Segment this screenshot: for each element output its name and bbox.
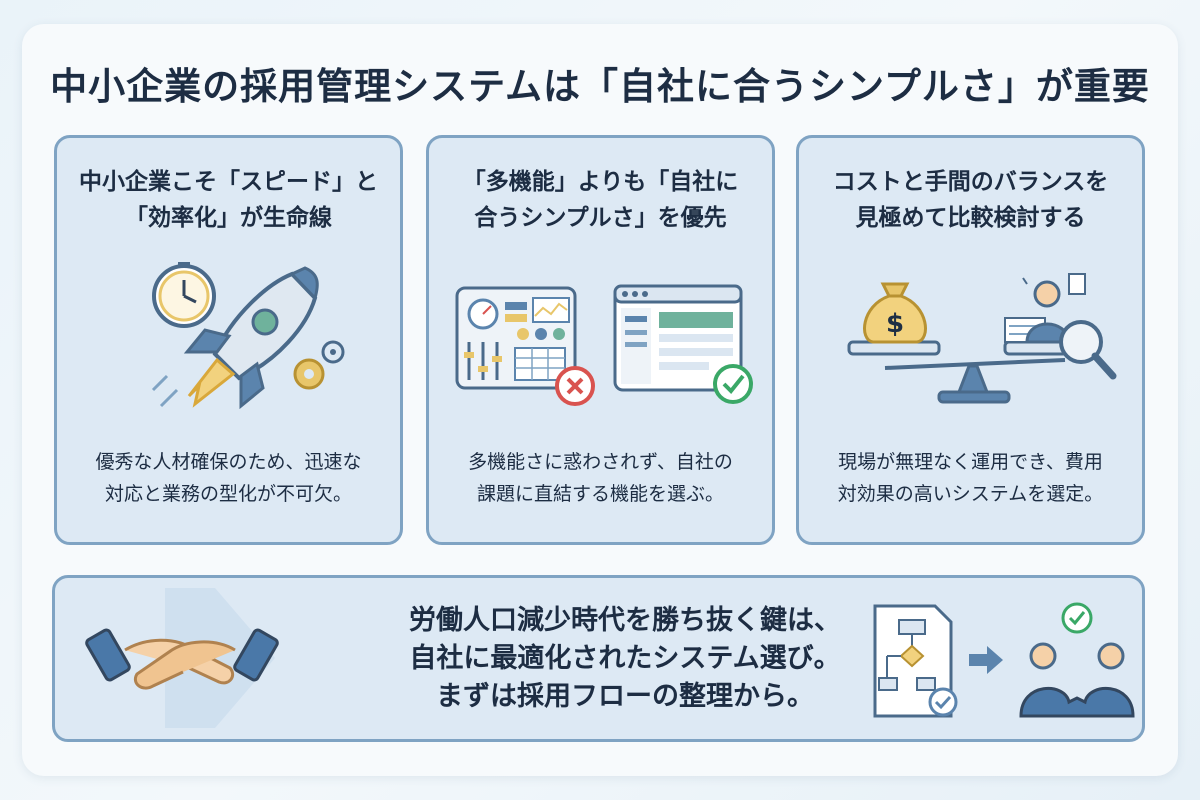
page-title: 中小企業の採用管理システムは「自社に合うシンプルさ」が重要 xyxy=(50,65,1150,108)
card-heading-line: 合うシンプルさ」を優先 xyxy=(474,205,727,231)
card-body: 多機能さに惑わされず、自社の 課題に直結する機能を選ぶ。 xyxy=(429,446,772,510)
comparison-illustration xyxy=(455,284,753,406)
card-heading: 中小企業こそ「スピード」と 「効率化」が生命線 xyxy=(57,164,400,236)
card-body-line: 課題に直結する機能を選ぶ。 xyxy=(476,483,724,505)
flowchart-document-icon xyxy=(873,604,958,718)
card-heading-line: 中小企業こそ「スピード」と xyxy=(79,169,378,195)
process-illustration xyxy=(873,602,1135,718)
card-body-line: 多機能さに惑わされず、自社の xyxy=(468,451,733,473)
svg-text:$: $ xyxy=(886,309,904,339)
complex-dashboard-icon xyxy=(455,286,577,390)
conclusion-line: 自社に最適化されたシステム選び。 xyxy=(409,643,841,674)
gear-icon xyxy=(293,340,345,390)
card-heading-line: コストと手間のバランスを xyxy=(832,169,1109,195)
approve-icon xyxy=(713,364,753,404)
card-speed-efficiency: 中小企業こそ「スピード」と 「効率化」が生命線 優秀な人材確保 xyxy=(54,135,403,545)
card-body: 優秀な人材確保のため、迅速な 対応と業務の型化が不可欠。 xyxy=(57,446,400,510)
conclusion-line: まずは採用フローの整理から。 xyxy=(436,681,814,712)
card-heading: 「多機能」よりも「自社に 合うシンプルさ」を優先 xyxy=(429,164,772,236)
handshake-icon xyxy=(85,628,279,690)
card-body-line: 対応と業務の型化が不可欠。 xyxy=(104,483,352,505)
reject-icon xyxy=(555,366,595,406)
conclusion-message: 労働人口減少時代を勝ち抜く鍵は、 自社に最適化されたシステム選び。 まずは採用フ… xyxy=(345,602,905,716)
card-heading-line: 「多機能」よりも「自社に xyxy=(462,169,739,195)
card-body-line: 優秀な人材確保のため、迅速な xyxy=(95,451,362,473)
rocket-illustration xyxy=(151,262,345,410)
card-body: 現場が無理なく運用でき、費用 対効果の高いシステムを選定。 xyxy=(799,446,1142,510)
card-cost-balance: コストと手間のバランスを 見極めて比較検討する $ xyxy=(796,135,1145,545)
card-heading: コストと手間のバランスを 見極めて比較検討する xyxy=(799,164,1142,236)
simple-window-icon xyxy=(613,284,743,392)
balance-scale-icon xyxy=(847,340,1097,404)
conclusion-line: 労働人口減少時代を勝ち抜く鍵は、 xyxy=(409,605,841,636)
handshake-area xyxy=(85,588,279,728)
card-body-line: 現場が無理なく運用でき、費用 xyxy=(838,451,1103,473)
money-bag-icon: $ xyxy=(863,282,927,344)
arrow-right-icon xyxy=(969,646,1003,674)
worried-person-icon xyxy=(1004,273,1086,344)
balance-illustration: $ xyxy=(847,273,1117,404)
card-heading-line: 見極めて比較検討する xyxy=(855,205,1086,231)
team-check-icon xyxy=(1019,602,1135,718)
conclusion-banner: 労働人口減少時代を勝ち抜く鍵は、 自社に最適化されたシステム選び。 まずは採用フ… xyxy=(52,575,1145,742)
card-heading-line: 「効率化」が生命線 xyxy=(125,205,332,231)
magnifier-icon xyxy=(1059,320,1117,380)
card-body-line: 対効果の高いシステムを選定。 xyxy=(837,483,1104,505)
clock-icon xyxy=(152,262,216,328)
card-simplicity-priority: 「多機能」よりも「自社に 合うシンプルさ」を優先 xyxy=(426,135,775,545)
rocket-icon xyxy=(151,266,319,410)
